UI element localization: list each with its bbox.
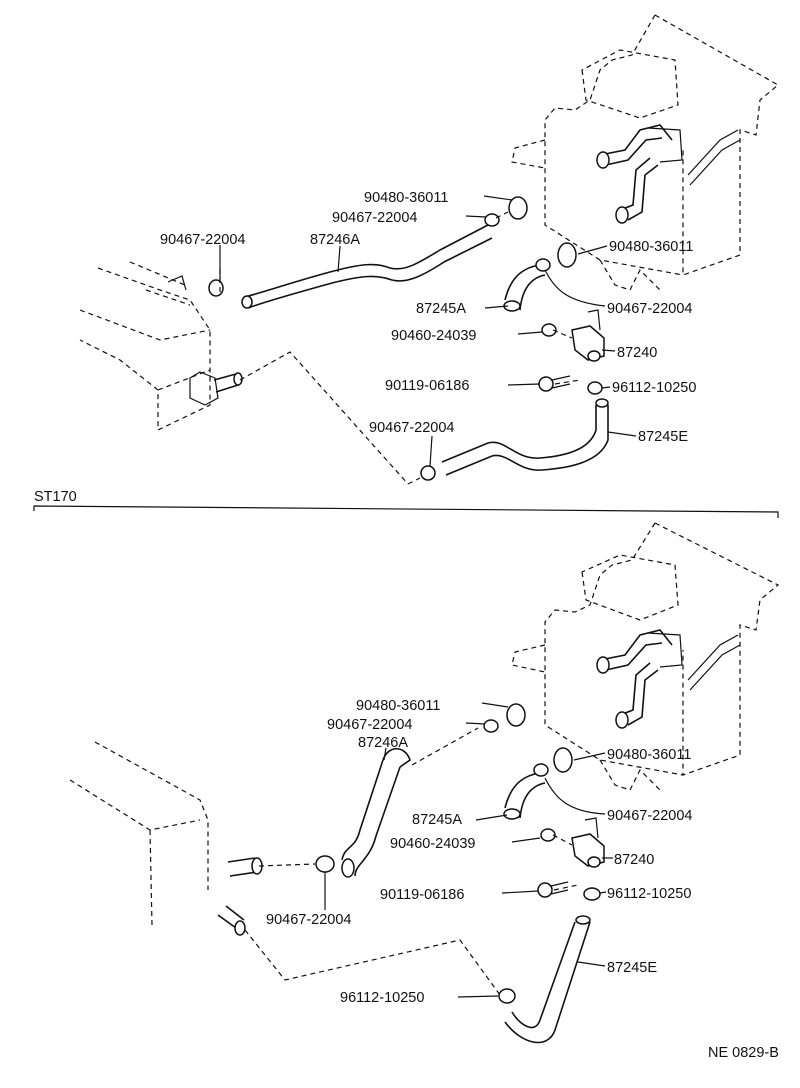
hose-clamp-icon xyxy=(208,279,224,297)
hose-clamp-icon xyxy=(483,719,499,733)
label-87246a: 87246A xyxy=(310,232,360,248)
water-valve-icon xyxy=(571,817,605,868)
bolt-icon xyxy=(537,881,569,898)
lower-diagram: 90480-36011 90467-22004 87246A 90480-360… xyxy=(69,522,780,1044)
grommet-icon xyxy=(553,747,573,773)
label-90460-24039: 90460-24039 xyxy=(390,836,475,852)
engine-block-lower xyxy=(69,741,209,926)
label-87245a: 87245A xyxy=(416,301,466,317)
label-96112-10250: 96112-10250 xyxy=(607,886,691,902)
hose-clamp-icon xyxy=(583,887,601,901)
label-87246a: 87246A xyxy=(358,735,408,751)
hose-clamp-icon xyxy=(587,381,603,395)
label-90480-36011: 90480-36011 xyxy=(607,747,691,763)
label-87240: 87240 xyxy=(614,852,654,868)
hose-clamp-icon xyxy=(533,763,549,777)
engine-block-upper xyxy=(79,261,243,431)
water-valve-icon xyxy=(571,309,605,362)
grommet-icon xyxy=(508,196,528,220)
label-96112-10250: 96112-10250 xyxy=(340,990,424,1006)
label-90480-36011: 90480-36011 xyxy=(356,698,440,714)
heater-unit-upper xyxy=(511,14,780,291)
bolt-icon xyxy=(538,375,571,392)
label-90119-06186: 90119-06186 xyxy=(385,378,469,394)
label-87240: 87240 xyxy=(617,345,657,361)
hose-clamp-icon xyxy=(420,465,436,481)
label-90480-36011: 90480-36011 xyxy=(609,239,693,255)
label-90467-22004: 90467-22004 xyxy=(266,912,351,928)
label-90480-36011: 90480-36011 xyxy=(364,190,448,206)
label-90467-22004: 90467-22004 xyxy=(607,808,692,824)
section-divider xyxy=(33,505,779,518)
section-label: ST170 xyxy=(34,489,77,505)
figure-code: NE 0829-B xyxy=(708,1045,779,1061)
hose-clamp-icon xyxy=(315,855,335,873)
hose-clamp-icon xyxy=(541,323,557,337)
heater-unit-lower xyxy=(511,522,780,791)
label-90467-22004: 90467-22004 xyxy=(327,717,412,733)
label-96112-10250: 96112-10250 xyxy=(612,380,696,396)
hose-clamp-icon xyxy=(540,828,556,842)
hose-clamp-icon xyxy=(484,213,500,227)
label-87245e: 87245E xyxy=(607,960,657,976)
grommet-icon xyxy=(557,242,577,268)
label-87245e: 87245E xyxy=(638,429,688,445)
label-87245a: 87245A xyxy=(412,812,462,828)
grommet-icon xyxy=(506,703,526,727)
upper-diagram: 90480-36011 90467-22004 87246A 90467-220… xyxy=(79,14,780,485)
label-90460-24039: 90460-24039 xyxy=(391,328,476,344)
label-90467-22004: 90467-22004 xyxy=(332,210,417,226)
hose-clamp-icon xyxy=(535,258,551,272)
label-90119-06186: 90119-06186 xyxy=(380,887,464,903)
label-90467-22004: 90467-22004 xyxy=(160,232,245,248)
hose-clamp-icon xyxy=(498,988,516,1004)
label-90467-22004: 90467-22004 xyxy=(369,420,454,436)
label-90467-22004: 90467-22004 xyxy=(607,301,692,317)
